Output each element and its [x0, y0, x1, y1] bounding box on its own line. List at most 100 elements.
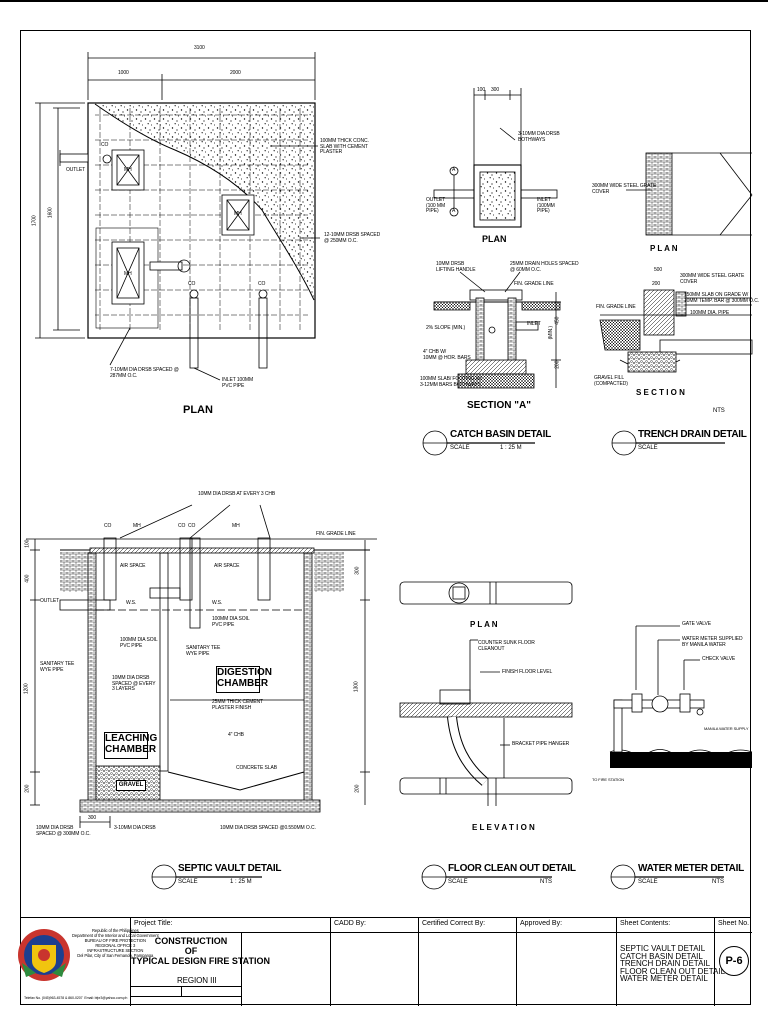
plan-title: PLAN — [183, 404, 213, 416]
sv-ws-1: W.S. — [126, 600, 137, 606]
td-plan-title: P L A N — [650, 244, 678, 253]
fco-plan-title: P L A N — [470, 620, 498, 629]
sv-dim-h200: 200 — [24, 784, 31, 793]
wm-gate-note: GATE VALVE — [682, 621, 712, 627]
td-cover-note: 300MM WIDE STEEL GRATE COVER — [592, 183, 657, 195]
cb-drain-note: 25MM DRAIN HOLES SPACED @ 60MM O.C. — [510, 261, 579, 273]
drawing-border — [20, 30, 751, 1005]
sv-co-1: CO — [104, 523, 112, 529]
sheet-number: P-6 — [719, 946, 749, 976]
sv-dim-h1200: 1200 — [23, 683, 30, 695]
plan-bars-top-note: 12-10MM DRSB SPACED @ 250MM O.C. — [324, 232, 381, 244]
plan-inlet-note: INLET 100MM PVC PIPE — [222, 377, 254, 389]
sv-soil-note: 100MM DIA SOIL PVC PIPE — [120, 637, 158, 649]
title-block: Republic of the Philippines Department o… — [20, 917, 752, 1006]
td-grating-note: 300MM WIDE STEEL GRATE COVER — [680, 273, 745, 285]
plan-mh-3: MH — [124, 271, 132, 277]
digestion-chamber-label: DIGESTION CHAMBER — [216, 666, 272, 693]
trench-drain-detail-title: TRENCH DRAIN DETAIL — [638, 429, 747, 440]
fco-elev-title: E L E V A T I O N — [472, 823, 535, 832]
sv-plaster-note: 25MM THICK CEMENT PLASTER FINISH — [212, 699, 263, 711]
plan-co-1: CO — [101, 142, 109, 148]
sheet-contents-list: SEPTIC VAULT DETAIL CATCH BASIN DETAIL T… — [620, 944, 726, 983]
plan-dim-b: 2000 — [230, 70, 241, 76]
cb-dim-h2: 200 — [554, 360, 561, 369]
sv-bars-mid-note: 3-10MM DIA DRSB — [114, 825, 156, 831]
plan-slab-note: 100MM THICK CONC. SLAB WITH CEMENT PLAST… — [320, 138, 369, 155]
sv-scale-label: SCALE — [178, 879, 198, 885]
td-dim-2: 500 — [654, 267, 663, 273]
cb-dim-1: 100 — [477, 87, 486, 93]
septic-vault-detail-title: SEPTIC VAULT DETAIL — [178, 863, 282, 874]
agency-contact: Telefax No. (045)963-4578 & 860-0207 Ema… — [24, 996, 128, 1000]
td-slab-note: 150MM SLAB ON GRADE W/ 10MM TEMP. BAR @ … — [684, 292, 759, 304]
plan-co-2: CO — [188, 281, 196, 287]
sv-concrete-note: CONCRETE SLAB — [236, 765, 277, 771]
sv-chb-label: 4" CHB — [228, 732, 244, 738]
sv-bars-right-note: 10MM DIA DRSB SPACED @0.550MM O.C. — [220, 825, 316, 831]
gravel-label: GRAVEL — [116, 780, 146, 791]
sv-vent-note: 10MM DIA DRSB AT EVERY 3 CHB — [198, 491, 276, 497]
project-split-rule — [241, 932, 242, 1006]
project-title-cell: Project Title: CONSTRUCTION OF TYPICAL D… — [130, 918, 331, 1006]
sv-grade-note: FIN. GRADE LINE — [316, 531, 356, 537]
cb-scale-label: SCALE — [450, 445, 470, 451]
sheet-number-cell: Sheet No. P-6 — [714, 918, 752, 1006]
agency-info: Republic of the Philippines Department o… — [72, 928, 159, 958]
approved-head-rule — [517, 932, 617, 933]
sv-air-2: AIR SPACE — [214, 563, 240, 569]
sv-mh-2: MH — [232, 523, 240, 529]
sv-dim-r300: 300 — [354, 566, 361, 575]
cb-scale-value: 1 : 25 M — [500, 445, 522, 451]
project-region: REGION III — [177, 976, 217, 985]
plan-co-3: CO — [258, 281, 266, 287]
cadd-cell: CADD By: — [330, 918, 419, 1006]
approved-cell: Approved By: — [516, 918, 617, 1006]
cadd-head-rule — [331, 932, 419, 933]
fco-scale-label: SCALE — [448, 879, 468, 885]
leaching-chamber-label: LEACHING CHAMBER — [104, 732, 157, 759]
plan-bars-bot-note: 7-10MM DIA DRSB SPACED @ 287MM O.C. — [110, 367, 179, 379]
sv-dim-h400: 400 — [24, 574, 31, 583]
sheet-number-label: Sheet No. — [718, 920, 750, 927]
cb-dim-h1: 450 — [554, 316, 561, 325]
sv-dim-300: 300 — [88, 815, 97, 821]
cb-slope-note: 2% SLOPE (MIN.) — [426, 325, 466, 331]
sheet-contents-cell: Sheet Contents: SEPTIC VAULT DETAIL CATC… — [616, 918, 725, 1006]
wm-supply-note: MANILA WATER SUPPLY — [704, 726, 749, 731]
cb-lift-note: 10MM DRSB LIFTING HANDLE — [436, 261, 476, 273]
cb-inlet-note: INLET (100MM PIPE) — [537, 197, 555, 214]
cb-inlet2-label: INLET — [527, 321, 541, 327]
wm-check-note: CHECK VALVE — [702, 656, 736, 662]
floor-clean-out-detail-title: FLOOR CLEAN OUT DETAIL — [448, 863, 576, 874]
approved-label: Approved By: — [520, 920, 563, 927]
cb-dim-2: 300 — [491, 87, 500, 93]
cb-footing-note: 100MM SLAB/ FOOTING W/ 3-12MM BARS BOTHW… — [420, 376, 482, 388]
cb-section-title: SECTION "A" — [467, 400, 531, 411]
cb-mark-a2: A — [452, 208, 456, 214]
td-nts-top: NTS — [713, 408, 725, 414]
plan-mh-2: MH — [234, 211, 242, 217]
sv-ws-2: W.S. — [212, 600, 223, 606]
sv-outlet-label: OUTLET — [40, 598, 60, 604]
fco-nts: NTS — [540, 879, 552, 885]
cb-mark-a1: A — [452, 167, 456, 173]
sv-dim-r1300: 1300 — [353, 681, 360, 693]
sv-dim-r200: 200 — [354, 784, 361, 793]
sv-soil-note-2: 100MM DIA SOIL PVC PIPE — [212, 616, 250, 628]
sv-mh-1: MH — [133, 523, 141, 529]
project-head-rule — [131, 932, 331, 933]
wm-station-note: TO FIRE STATION — [592, 777, 625, 782]
plan-dim-total: 3100 — [194, 45, 205, 51]
cb-outlet-note: OUTLET (100 MM PIPE) — [426, 197, 446, 214]
bfp-logo — [18, 929, 70, 981]
water-meter-detail-title: WATER METER DETAIL — [638, 863, 744, 874]
project-row-rule-2 — [131, 996, 241, 997]
catch-basin-detail-title: CATCH BASIN DETAIL — [450, 429, 551, 440]
td-section-title: S E C T I O N — [636, 388, 685, 397]
project-row-split — [181, 986, 182, 996]
sv-air-1: AIR SPACE — [120, 563, 146, 569]
td-pipe-note: 100MM DIA. PIPE — [690, 310, 730, 316]
td-scale-label: SCALE — [638, 445, 658, 451]
td-fill-note: GRAVEL FILL (COMPACTED) — [594, 375, 628, 387]
